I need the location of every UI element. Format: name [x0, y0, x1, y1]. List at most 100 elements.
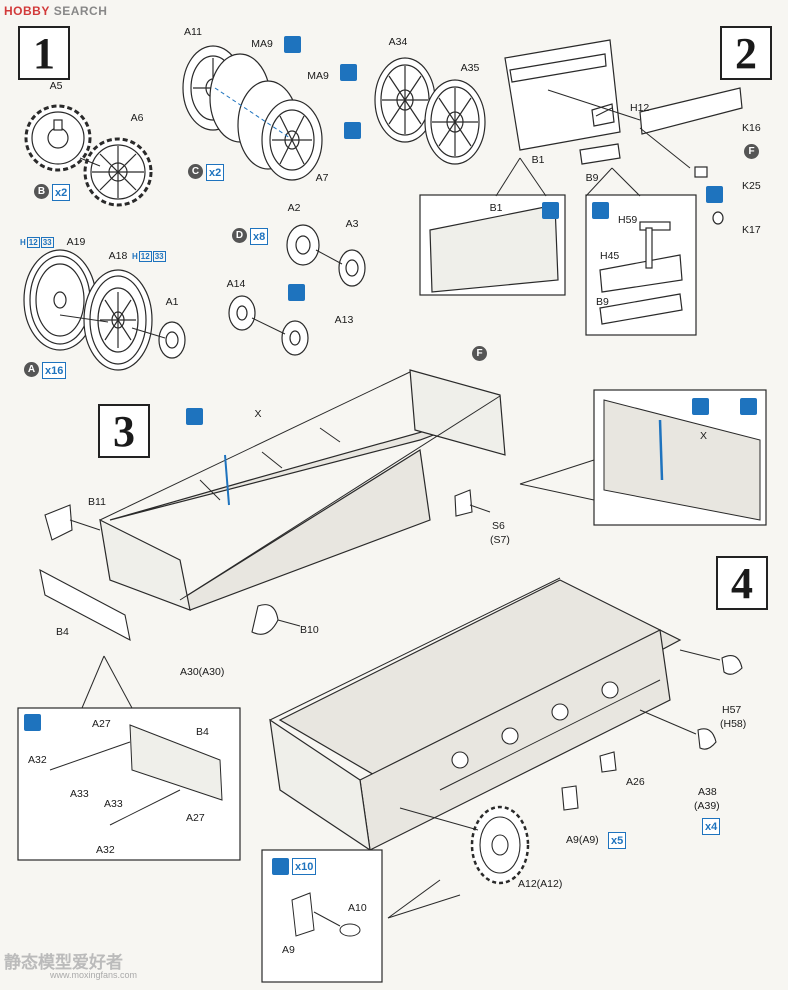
label-a32-a: A32 [28, 754, 47, 766]
label-k25: K25 [742, 180, 761, 192]
hull-front [409, 369, 506, 456]
rotate-icon [706, 186, 723, 203]
label-x: X [254, 408, 262, 420]
wheel-a2 [286, 224, 320, 266]
wheel-a7 [261, 99, 323, 181]
label-a10: A10 [348, 902, 367, 914]
label-k16: K16 [742, 122, 761, 134]
rotate-icon [288, 284, 305, 301]
label-f-hull: F [472, 346, 487, 361]
label-a39: (A39) [694, 800, 720, 812]
wheel-a18 [83, 269, 153, 371]
hubcap-a1 [158, 321, 186, 359]
watermark-moxingfans: 静态模型爱好者 [4, 953, 123, 972]
label-a26: A26 [626, 776, 645, 788]
label-h58: (H58) [720, 718, 747, 730]
label-h57: H57 [722, 704, 742, 716]
watermark-hobbysearch: HOBBY SEARCH [4, 4, 108, 18]
quantity-a: x16 [42, 362, 67, 379]
sprocket-a5 [24, 104, 92, 172]
sprue-letter-d: D [232, 228, 247, 243]
glue-icon [740, 398, 757, 415]
glue-icon [24, 714, 41, 731]
label-a14: A14 [226, 278, 246, 290]
sprocket-a6 [83, 137, 153, 207]
wheel-a3 [338, 249, 366, 287]
step-3-number: 3 [98, 404, 150, 458]
quantity-a38: x4 [702, 818, 721, 835]
label-b11: B11 [88, 496, 106, 508]
label-ma9-a: MA9 [251, 38, 273, 50]
part-b9 [579, 143, 621, 165]
part-s6 [454, 489, 473, 517]
part-k25 [694, 166, 708, 178]
label-b10: B10 [300, 624, 319, 636]
watermark-url: www.moxingfans.com [50, 970, 138, 980]
label-h12: H12 [630, 102, 650, 114]
label-b1: B1 [531, 154, 545, 166]
part-a38 [697, 728, 717, 750]
quantity-inset: x10 [292, 858, 317, 875]
label-a2: A2 [287, 202, 301, 214]
idler-a34 [374, 57, 436, 143]
label-a19: A19 [66, 236, 86, 248]
label-a9: A9(A9) [566, 834, 599, 846]
label-inset-b1: B1 [489, 202, 503, 214]
cement-icon [186, 408, 203, 425]
sprue-letter-a: A [24, 362, 39, 377]
sprue-letter-b: B [34, 184, 49, 199]
idler-a35 [424, 79, 486, 165]
label-a38: A38 [698, 786, 717, 798]
label-a7: A7 [315, 172, 329, 184]
cement-icon [592, 202, 609, 219]
sprocket-a12 [470, 805, 530, 885]
label-a27-a: A27 [92, 718, 111, 730]
label-inset-b9: B9 [596, 296, 609, 308]
label-b4-inset: B4 [196, 726, 209, 738]
label-a3: A3 [345, 218, 359, 230]
label-a30: A30(A30) [180, 666, 225, 678]
label-a34: A34 [388, 36, 408, 48]
hull-rear [99, 518, 191, 611]
step-1-number: 1 [18, 26, 70, 80]
part-k16 [639, 87, 743, 135]
cement-icon [542, 202, 559, 219]
label-a33-b: A33 [104, 798, 123, 810]
part-a9 [561, 785, 579, 811]
part-b4 [39, 568, 131, 642]
label-s7: (S7) [490, 534, 510, 546]
wheel-a14 [228, 295, 256, 331]
label-a11: A11 [184, 26, 202, 38]
label-a9-inset: A9 [282, 944, 295, 956]
label-a13: A13 [334, 314, 354, 326]
glue-icon [272, 858, 289, 875]
label-h45: H45 [600, 250, 620, 262]
wheel-a13 [281, 320, 309, 356]
quantity-b: x2 [52, 184, 71, 201]
rotate-icon [344, 122, 361, 139]
label-inset-x: X [700, 430, 708, 442]
label-b9: B9 [585, 172, 599, 184]
glue-icon [340, 64, 357, 81]
label-a35: A35 [460, 62, 480, 74]
step-4-number: 4 [716, 556, 768, 610]
label-a27-b: A27 [186, 812, 205, 824]
label-a6: A6 [130, 112, 144, 124]
cement-icon [692, 398, 709, 415]
bogie-arm [451, 751, 469, 769]
part-b11 [44, 504, 73, 541]
part-h57 [721, 655, 743, 675]
step-2-number: 2 [720, 26, 772, 80]
label-a18: A18 [108, 250, 128, 262]
label-a32-b: A32 [96, 844, 115, 856]
label-a12: A12(A12) [518, 878, 563, 890]
part-k17 [712, 211, 724, 225]
sprue-letter-f: F [744, 144, 759, 159]
